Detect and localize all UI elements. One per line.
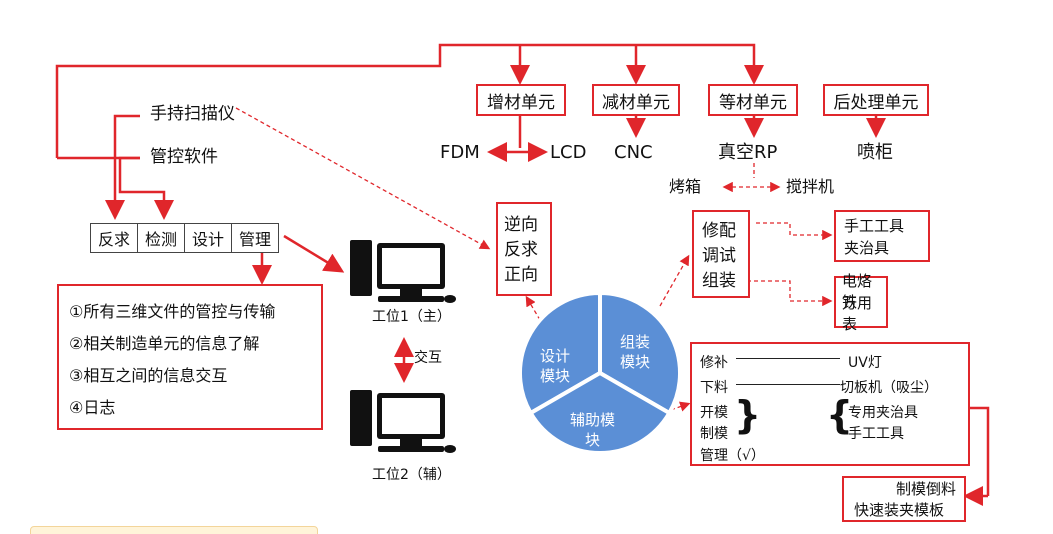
handheld-scanner-label: 手持扫描仪 xyxy=(150,104,235,124)
unit-subtractive: 减材单元 xyxy=(592,84,680,116)
assembly-tasks-box: 修配 调试 组装 xyxy=(692,210,750,298)
unit-additive-label: 增材单元 xyxy=(487,92,555,113)
aux-row-line xyxy=(736,358,840,359)
pie-label-auxiliary: 辅助模 块 xyxy=(570,411,616,449)
tool-item: 夹治具 xyxy=(844,238,890,257)
unit-equal: 等材单元 xyxy=(708,84,798,116)
aux-group-right-item: 手工工具 xyxy=(848,426,904,442)
unit-postprocess-label: 后处理单元 xyxy=(833,92,919,113)
mold-box: 制模倒料 快速装夹模板 xyxy=(842,476,966,522)
output-lcd: LCD xyxy=(550,142,587,163)
list-item: ①所有三维文件的管控与传输 xyxy=(69,302,276,321)
pie-label-design: 设计 模块 xyxy=(540,347,571,385)
brace-right-icon: } xyxy=(734,393,762,437)
interaction-label: 交互 xyxy=(414,350,442,366)
workstation-1-label: 工位1（主） xyxy=(372,309,451,325)
note-bar xyxy=(30,526,318,534)
design-task: 正向 xyxy=(504,265,538,285)
tool-oven: 烤箱 xyxy=(669,177,702,196)
control-software-label: 管控软件 xyxy=(150,147,218,167)
workstation-1-icon xyxy=(350,240,456,303)
workstation-2-icon xyxy=(350,390,456,453)
mold-item: 制模倒料 xyxy=(895,480,956,498)
workstation-2-label: 工位2（辅） xyxy=(372,467,451,483)
output-vacuum-rp: 真空RP xyxy=(718,142,778,163)
list-item: ③相互之间的信息交互 xyxy=(69,366,228,385)
aux-group-left-item: 制模 xyxy=(700,426,728,442)
aux-row-line xyxy=(736,384,840,385)
aux-row-left: 下料 xyxy=(700,380,728,396)
aux-row-right: UV灯 xyxy=(848,355,882,371)
tool-item: 手工工具 xyxy=(844,216,905,235)
management-list: ①所有三维文件的管控与传输 ②相关制造单元的信息了解 ③相互之间的信息交互 ④日… xyxy=(57,284,323,430)
assembly-tools-a: 手工工具 夹治具 xyxy=(834,210,930,262)
tool-mixer: 搅拌机 xyxy=(786,177,835,196)
pie-segment-auxiliary xyxy=(527,370,673,455)
assembly-task: 组装 xyxy=(702,271,736,291)
management-bar: 反求 检测 设计 管理 xyxy=(90,223,279,253)
mgmt-design: 设计 xyxy=(185,224,232,252)
list-item: ②相关制造单元的信息了解 xyxy=(69,334,260,353)
auxiliary-box: 修补 UV灯 下料 切板机（吸尘） 开模 制模 } { 专用夹治具 手工工具 管… xyxy=(690,342,970,466)
unit-equal-label: 等材单元 xyxy=(719,92,787,113)
list-item: ④日志 xyxy=(69,398,116,417)
output-spray-cabinet: 喷柜 xyxy=(857,142,893,163)
tool-item: 万用表 xyxy=(842,294,873,333)
aux-group-right-item: 专用夹治具 xyxy=(848,405,918,421)
output-fdm: FDM xyxy=(440,142,480,163)
module-pie xyxy=(518,290,682,455)
brace-left-icon: { xyxy=(826,393,854,437)
mgmt-manage: 管理 xyxy=(238,230,271,249)
unit-additive: 增材单元 xyxy=(476,84,566,116)
mold-item: 快速装夹模板 xyxy=(854,501,945,519)
assembly-task: 调试 xyxy=(702,246,736,266)
mgmt-inspect: 检测 xyxy=(138,224,185,252)
unit-postprocess: 后处理单元 xyxy=(823,84,929,116)
unit-subtractive-label: 减材单元 xyxy=(602,92,670,113)
assembly-task: 修配 xyxy=(702,221,736,241)
mgmt-reverse: 反求 xyxy=(91,224,138,252)
pie-label-assembly: 组装 模块 xyxy=(620,333,651,371)
output-cnc: CNC xyxy=(614,142,653,163)
aux-group-left-item: 开模 xyxy=(700,405,728,421)
design-task: 逆向 xyxy=(504,215,538,235)
design-task: 反求 xyxy=(504,240,538,260)
aux-row-right: 切板机（吸尘） xyxy=(840,380,938,396)
aux-manage: 管理（√） xyxy=(700,448,765,464)
aux-row-left: 修补 xyxy=(700,355,728,371)
assembly-tools-b: 电烙铁 万用表 xyxy=(834,272,888,333)
design-tasks-box: 逆向 反求 正向 xyxy=(496,202,552,296)
